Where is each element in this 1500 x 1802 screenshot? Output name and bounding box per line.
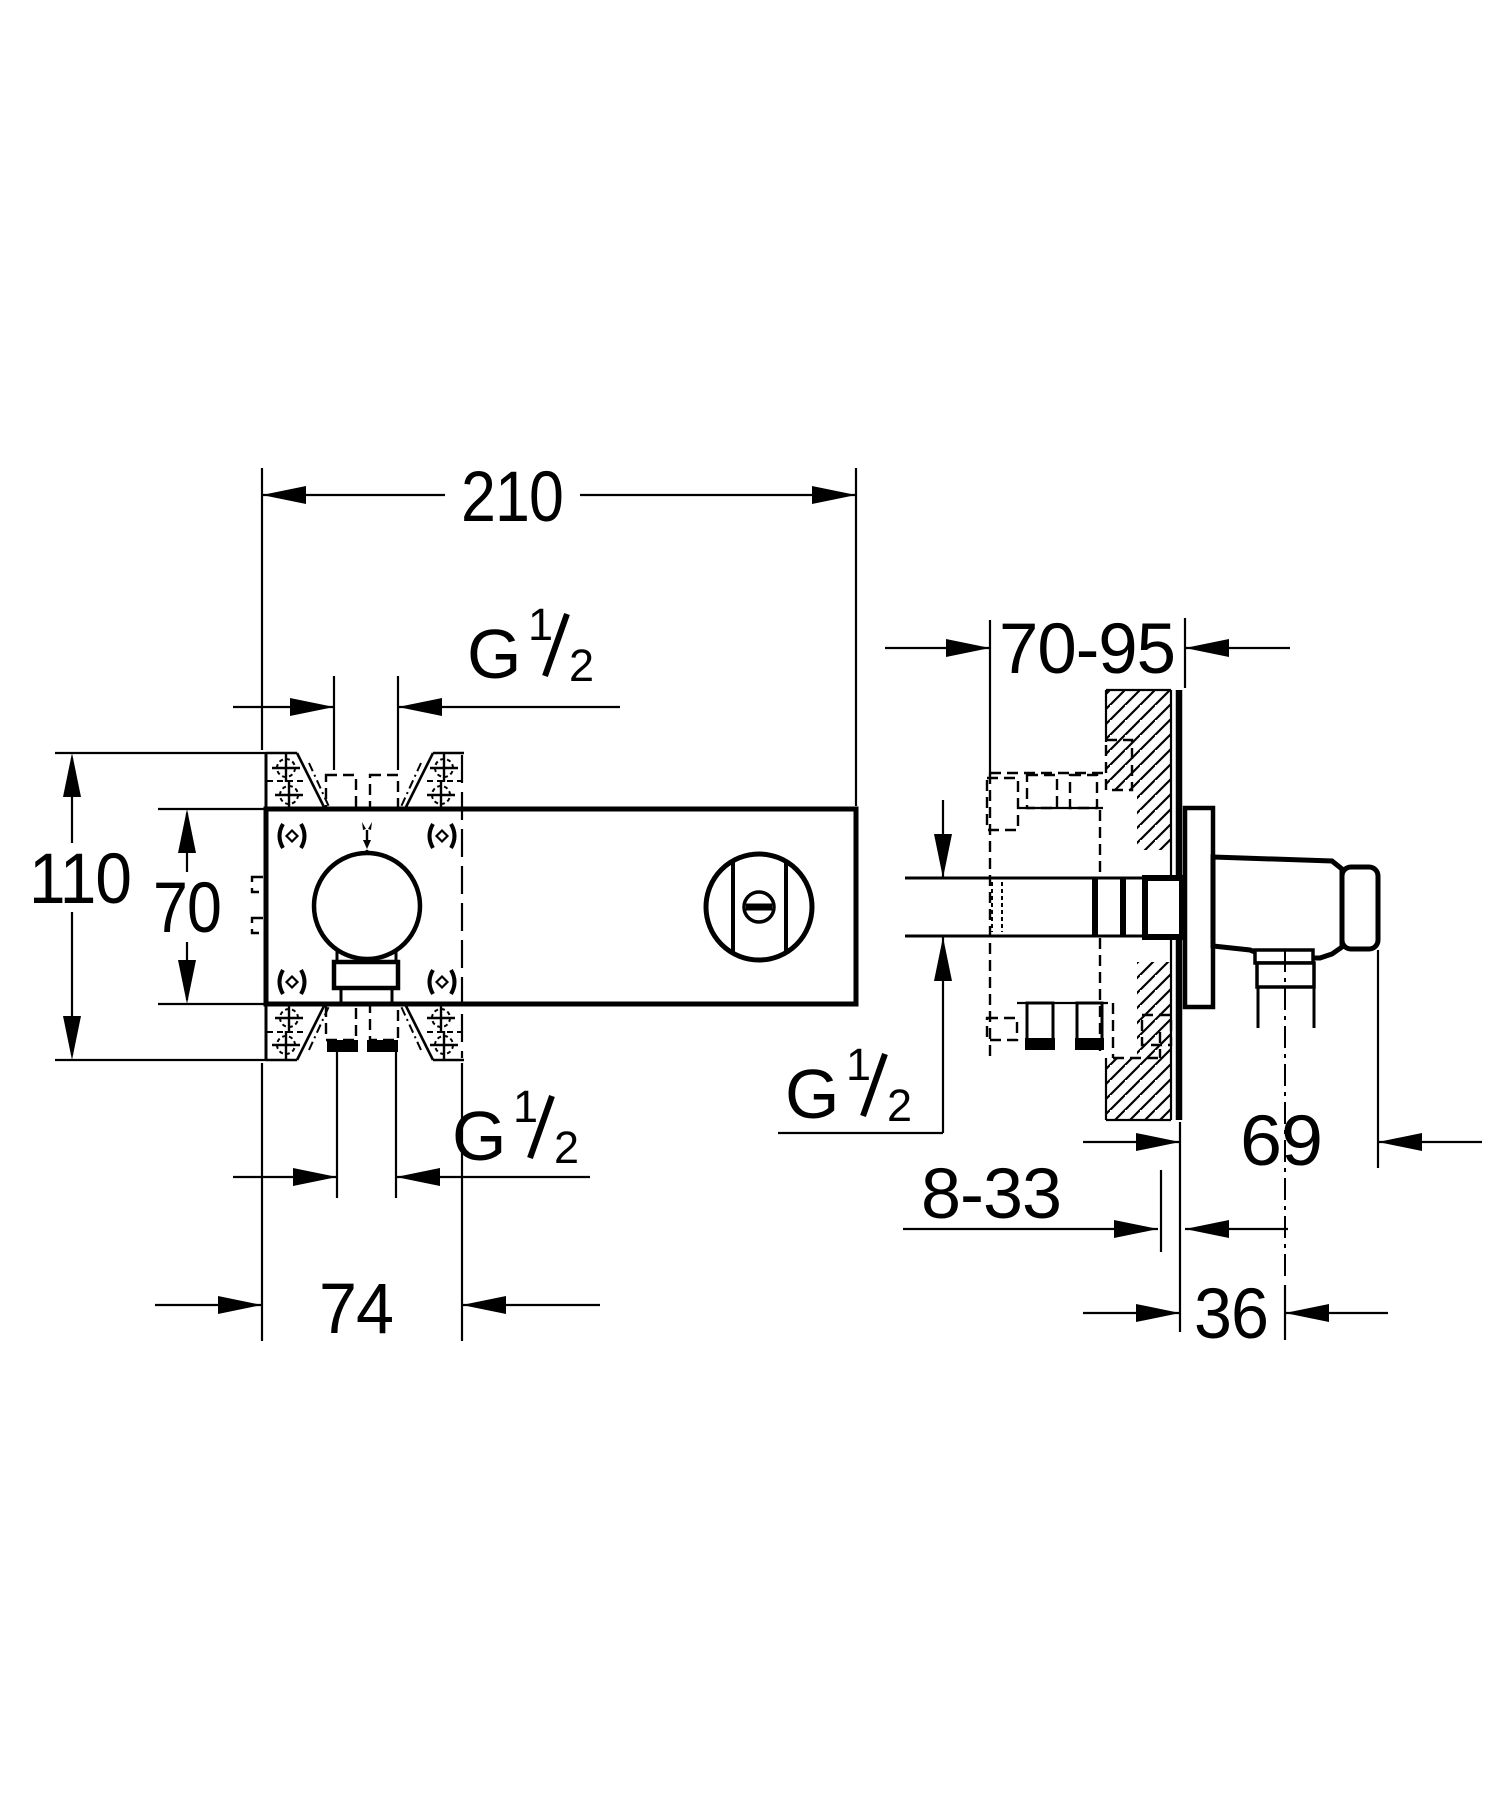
pipe-stub-cap (1025, 1038, 1055, 1050)
thread-label-top: G 1 2 (467, 599, 594, 693)
dim-pipe-thread: G 1 2 (778, 800, 952, 1135)
clip-mark (277, 968, 307, 996)
mounting-ear-top-right (400, 753, 464, 809)
retaining-clip-mark (250, 875, 267, 894)
pipe-stub-cap (367, 1040, 398, 1052)
wall-hatch-upper (1106, 690, 1171, 850)
plumb-mark-icon (360, 820, 374, 856)
screw-cap (703, 851, 815, 963)
valve-body-outline (263, 806, 859, 1007)
thread-label-denominator: 2 (887, 1080, 912, 1131)
bottom-thread-hidden (324, 1002, 400, 1052)
thread-label-numerator: 1 (513, 1081, 538, 1132)
dim-overall-width-label: 210 (461, 458, 563, 537)
mounting-ear-bottom-left (266, 1004, 330, 1060)
mounting-ear-top-left (266, 753, 330, 809)
dim-finished-wall-range-label: 8-33 (921, 1155, 1061, 1234)
top-thread-hidden (324, 773, 400, 810)
clip-mark (427, 968, 457, 996)
bottom-stub (1075, 1001, 1104, 1042)
front-view: 210 G 1 2 110 (29, 458, 859, 1349)
thread-label-numerator: 1 (846, 1039, 871, 1090)
concealed-body-hidden (985, 771, 1162, 1060)
escutcheon-plate (1182, 805, 1216, 1010)
thread-label-denominator: 2 (569, 640, 594, 691)
wall-connector (1142, 875, 1185, 940)
dim-outlet-center-offset: 36 (1083, 1275, 1388, 1354)
dim-finished-wall-range: 8-33 (903, 1155, 1288, 1252)
thread-label-numerator: 1 (528, 599, 553, 650)
wall-hatch-lower (1106, 962, 1171, 1120)
dim-overall-height: 110 (29, 751, 266, 1062)
mounting-ear-bottom-right (400, 1004, 464, 1060)
wall-recess-dashed (1104, 738, 1134, 792)
retaining-clip-mark (250, 916, 267, 935)
dim-installation-depth-label: 70-95 (999, 610, 1175, 689)
dim-bottom-ports-spacing: 74 (155, 1063, 600, 1349)
thread-label-slash (860, 1052, 888, 1118)
dim-installation-depth: 70-95 (885, 610, 1290, 773)
clip-mark (427, 822, 457, 850)
cartridge-port (311, 850, 423, 1002)
dim-overall-height-label: 110 (29, 840, 131, 919)
pipe-stub-cap (1075, 1038, 1104, 1050)
thread-label-slash (527, 1094, 555, 1160)
dim-ports-spacing-label: 74 (319, 1270, 393, 1349)
thread-label-g: G (785, 1055, 839, 1133)
thread-label-g: G (467, 615, 521, 693)
inlet-pipe (905, 875, 1185, 940)
dim-body-height: 70 (153, 807, 264, 1006)
thread-label-side: G 1 2 (778, 1039, 943, 1135)
outlet-body (1210, 854, 1345, 961)
thread-label-denominator: 2 (554, 1122, 579, 1173)
side-view: 70-95 G 1 2 69 (778, 610, 1482, 1354)
outlet-nut (1255, 961, 1316, 989)
bottom-stub (1025, 1001, 1055, 1042)
dim-bottom-thread: G 1 2 (233, 1052, 590, 1198)
dim-body-height-label: 70 (153, 869, 221, 948)
wall-outlet (1182, 805, 1381, 1280)
thread-label-slash (542, 612, 570, 678)
dim-overall-width: 210 (260, 458, 858, 806)
outlet-nose (1339, 864, 1381, 952)
dim-top-thread: G 1 2 (233, 599, 620, 770)
thread-label-g: G (452, 1097, 506, 1175)
dim-outlet-projection: 69 (1083, 950, 1482, 1332)
pipe-stub-cap (327, 1040, 358, 1052)
dim-outlet-projection-label: 69 (1240, 1102, 1322, 1181)
clip-mark (277, 822, 307, 850)
dim-outlet-center-offset-label: 36 (1194, 1275, 1268, 1354)
thread-label-bottom: G 1 2 (452, 1081, 579, 1175)
